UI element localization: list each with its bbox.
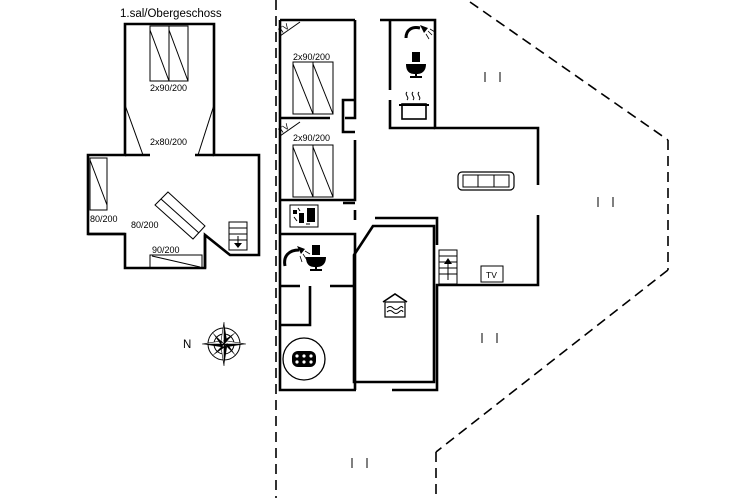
bed-label-bottom-single: 90/200 (152, 245, 180, 255)
bed-room2-double (292, 144, 334, 198)
door-swing (197, 104, 215, 156)
stairs-icon (228, 221, 248, 251)
compass-rose-icon (201, 321, 247, 367)
upper-floor-title: 1.sal/Obergeschoss (120, 8, 222, 20)
tv-label-living: TV (486, 270, 497, 280)
bed-diagonal-single (154, 191, 206, 240)
ground-inner-walls (280, 20, 439, 390)
bed-room1-double (292, 61, 334, 115)
upper-inner-walls (88, 153, 214, 268)
kitchen-pot-icon (399, 91, 429, 120)
whirlpool-icon (282, 337, 326, 381)
bed-label-diagonal-single: 80/200 (131, 220, 159, 230)
terrace-marks (351, 72, 614, 468)
upper-floor-plan: 1.sal/Obergeschoss 2x90/200 2x80/200 80/… (86, 8, 261, 270)
shower-icon-bath2 (283, 246, 311, 267)
stairs-icon-ground (438, 249, 458, 285)
tv-label-room2: TV (276, 121, 291, 136)
pool-icon (382, 293, 408, 318)
shower-icon (404, 25, 436, 40)
compass-north-label: N (183, 339, 191, 351)
property-boundary (275, 0, 669, 498)
bed-bottom-single (149, 254, 203, 269)
toilet-icon-bath2 (306, 245, 326, 271)
bed-label-left-single: 80/200 (90, 214, 118, 224)
sofa-icon (457, 171, 515, 191)
bed-label-room2: 2x90/200 (293, 133, 330, 143)
bed-left-single (89, 157, 108, 211)
tv-living: TV (480, 265, 504, 283)
bed-label-mid-double: 2x80/200 (150, 137, 187, 147)
toilet-icon (406, 52, 426, 78)
pool-room-wall (352, 224, 436, 384)
bed-label-room1: 2x90/200 (293, 52, 330, 62)
bed-label-top-double: 2x90/200 (150, 83, 187, 93)
door-swing (124, 104, 144, 156)
bed-top-double (149, 25, 189, 82)
tv-label-room1: TV (276, 21, 291, 36)
sauna-icon (289, 204, 319, 228)
ground-floor-plan: 2x90/200 2x90/200 TV TV (276, 18, 540, 392)
ground-floor-outline (278, 18, 540, 392)
